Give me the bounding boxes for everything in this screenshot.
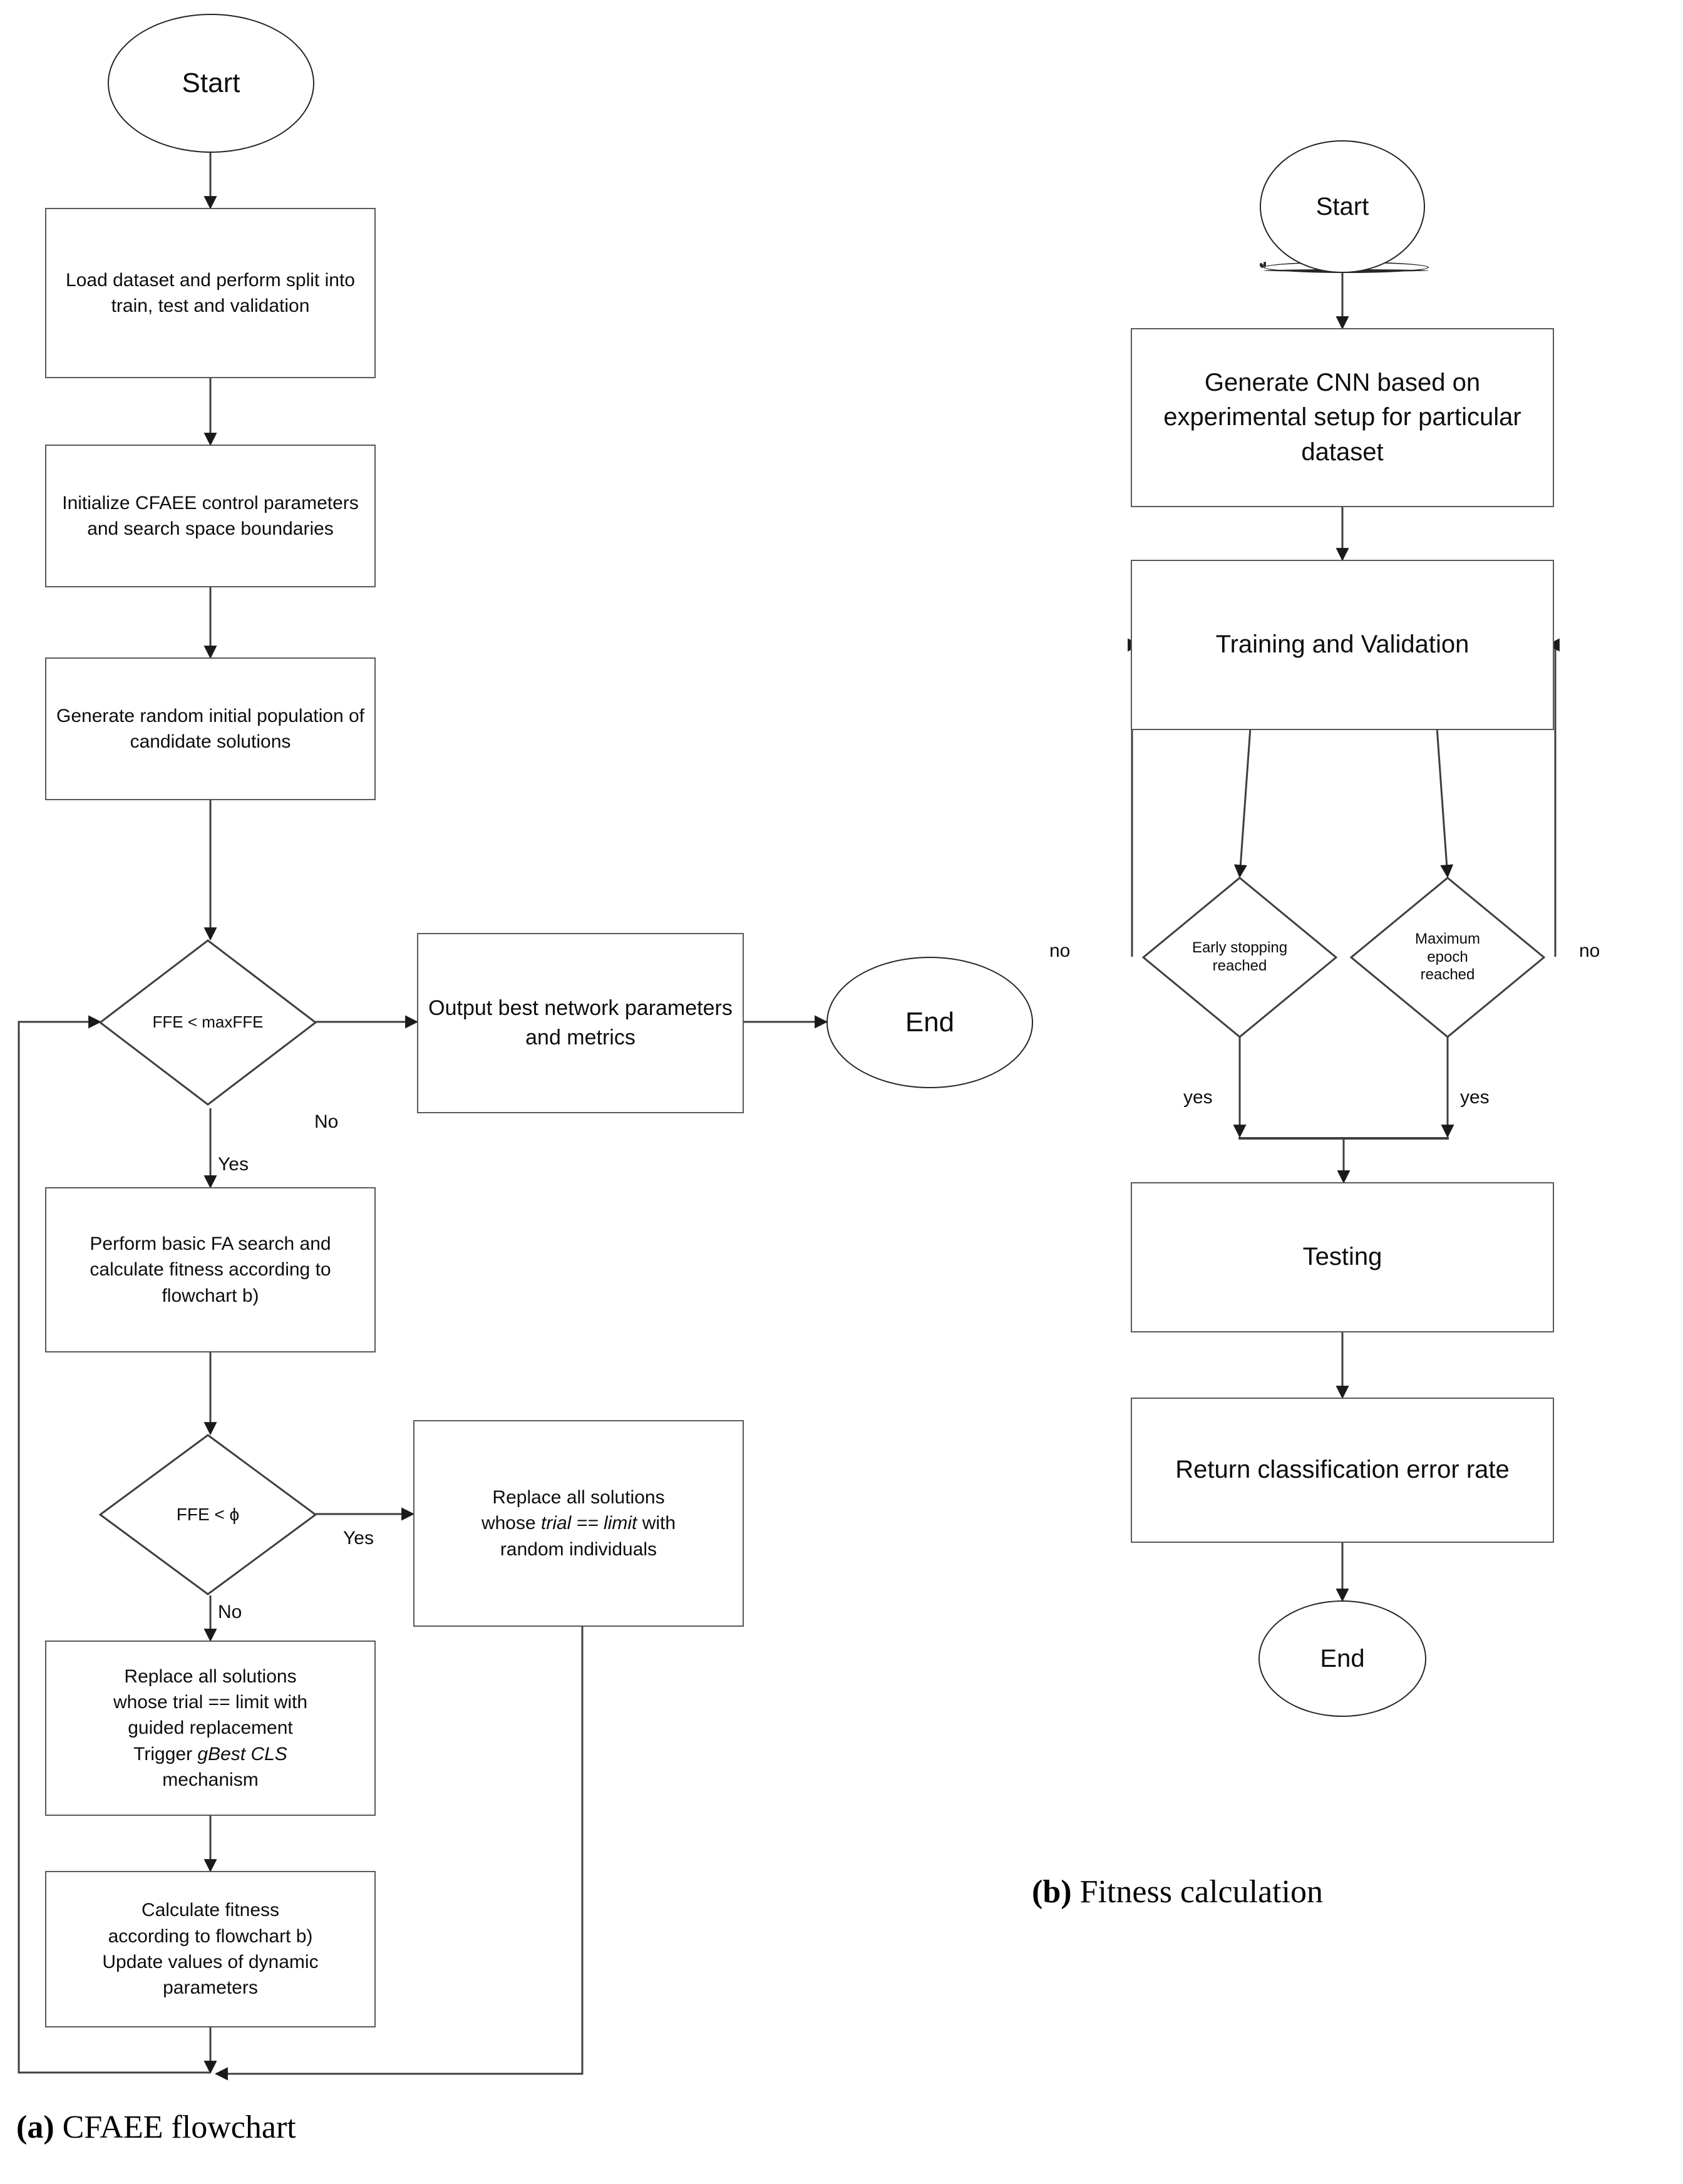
panel-a-decision-maxffe: FFE < maxFFE [98,939,317,1106]
panel-a-edge-label-maxffe-yes: Yes [218,1154,249,1175]
panel-b-end-terminator: End [1258,1600,1426,1717]
panel-b-edge-label-epoch-no: no [1579,940,1600,961]
panel-a-calc-fitness-text: Calculate fitness according to flowchart… [96,1897,324,2001]
diamond-shape [1349,877,1546,1038]
panel-b-testing-box: Testing [1131,1182,1554,1332]
panel-b-edge-label-early-no: no [1049,940,1071,961]
panel-a-guided-replacement-text: Replace all solutions whose trial == lim… [107,1664,314,1793]
panel-b-decision-early-stopping-label: Early stopping reached [1142,877,1337,1038]
panel-a-output-best-box: Output best network parameters and metri… [417,933,744,1113]
panel-a-fa-search-label: Perform basic FA search and calculate fi… [90,1233,331,1306]
panel-a-caption: (a) CFAEE flowchart [16,2109,296,2146]
panel-b-edge-label-early-yes: yes [1183,1087,1213,1108]
early-stop-line2: reached [1212,957,1267,974]
replace-random-line1: Replace all solutions [492,1486,665,1508]
panel-a-edge-label-phi-no: No [218,1602,242,1622]
max-epoch-line1: Maximum [1414,930,1480,947]
guided-line1: Replace all solutions [124,1666,297,1687]
diamond-shape [1141,877,1338,1038]
panel-a-replace-random-box: Replace all solutions whose trial == lim… [413,1420,744,1627]
panel-b-caption-text: Fitness calculation [1071,1874,1324,1910]
panel-a-start-label: Start [182,68,240,98]
panel-a-generate-population-box: Generate random initial population of ca… [45,657,376,800]
panel-a-end-label: End [905,1007,955,1038]
panel-b-generate-cnn-box: Generate CNN based on experimental setup… [1131,328,1554,507]
replace-random-line2-italic: trial == limit [541,1513,637,1534]
diamond-shape [98,939,317,1106]
panel-b-start [1264,264,1266,267]
replace-random-line3: random individuals [500,1538,657,1560]
replace-random-line2-b: with [637,1513,676,1534]
panel-b-caption: (b) Fitness calculation [1032,1873,1323,1910]
panel-a-fa-search-box: Perform basic FA search and calculate fi… [45,1187,376,1352]
max-epoch-line2: epoch [1427,948,1468,966]
panel-a-end-terminator: End [826,957,1033,1088]
calc-fitness-line4: parameters [163,1977,258,1999]
panel-a-output-best-label: Output best network parameters and metri… [428,996,733,1049]
panel-a-decision-maxffe-label: FFE < maxFFE [152,1012,264,1032]
diamond-shape [98,1434,317,1595]
panel-b-edge-label-epoch-yes: yes [1460,1087,1490,1108]
panel-b-decision-max-epoch-label: Maximum epoch reached [1350,877,1545,1038]
panel-a-guided-replacement-box: Replace all solutions whose trial == lim… [45,1641,376,1816]
panel-a-load-dataset-box: Load dataset and perform split into trai… [45,208,376,378]
panel-b-start-terminator-main [1264,262,1266,264]
panel-b-training-validation-label: Training and Validation [1215,631,1469,659]
max-epoch-line3: reached [1420,966,1475,984]
panel-a-calc-fitness-box: Calculate fitness according to flowchart… [45,1871,376,2027]
guided-line4-a: Trigger [133,1743,198,1764]
early-stop-text: Early stopping reached [1192,939,1287,976]
panel-b-training-validation-box: Training and Validation [1131,560,1554,730]
early-stop-line1: Early stopping [1191,939,1288,957]
panel-b-start-label-holder [1261,265,1264,268]
panel-b-testing-label: Testing [1302,1243,1382,1271]
panel-b-return-error-label: Return classification error rate [1175,1456,1510,1484]
panel-a-decision-phi-label: FFE < ϕ [176,1505,240,1525]
panel-b-decision-max-epoch: Maximum epoch reached [1349,877,1546,1038]
calc-fitness-line1: Calculate fitness [141,1900,280,1921]
calc-fitness-line3: Update values of dynamic [102,1952,319,1972]
panel-a-edge-label-phi-yes: Yes [343,1528,374,1548]
panel-a-init-params-box: Initialize CFAEE control parameters and … [45,445,376,587]
guided-line3: guided replacement [128,1718,293,1739]
panel-a-init-params-label: Initialize CFAEE control parameters and … [62,492,359,539]
replace-random-line2-a: whose [481,1513,541,1534]
panel-b-decision-early-stopping: Early stopping reached [1141,877,1338,1038]
panel-b-terminator-start: Start [1260,140,1425,273]
panel-b-start-label: Start [1315,192,1369,220]
panel-a-start-terminator: Start [108,14,314,153]
panel-a-edge-label-maxffe-no: No [314,1111,339,1132]
panel-a-generate-population-label: Generate random initial population of ca… [56,705,364,752]
panel-b-generate-cnn-label: Generate CNN based on experimental setup… [1163,369,1521,466]
panel-a-decision-phi: FFE < ϕ [98,1434,317,1595]
calc-fitness-line2: according to flowchart b) [108,1925,313,1947]
panel-a-load-dataset-label: Load dataset and perform split into trai… [66,269,355,316]
guided-line4-italic: gBest CLS [197,1743,287,1764]
guided-line5: mechanism [162,1769,259,1791]
max-epoch-text: Maximum epoch reached [1415,930,1480,984]
panel-b-return-error-box: Return classification error rate [1131,1398,1554,1543]
panel-b-caption-prefix: (b) [1032,1874,1072,1910]
guided-line2: whose trial == limit with [113,1691,308,1713]
panel-a-caption-prefix: (a) [16,2109,54,2145]
panel-b-start-terminator-box [1260,263,1262,265]
panel-a-caption-text: CFAEE flowchart [54,2109,296,2145]
panel-b-end-label: End [1320,1644,1365,1672]
panel-a-replace-random-text: Replace all solutions whose trial == lim… [475,1485,682,1562]
